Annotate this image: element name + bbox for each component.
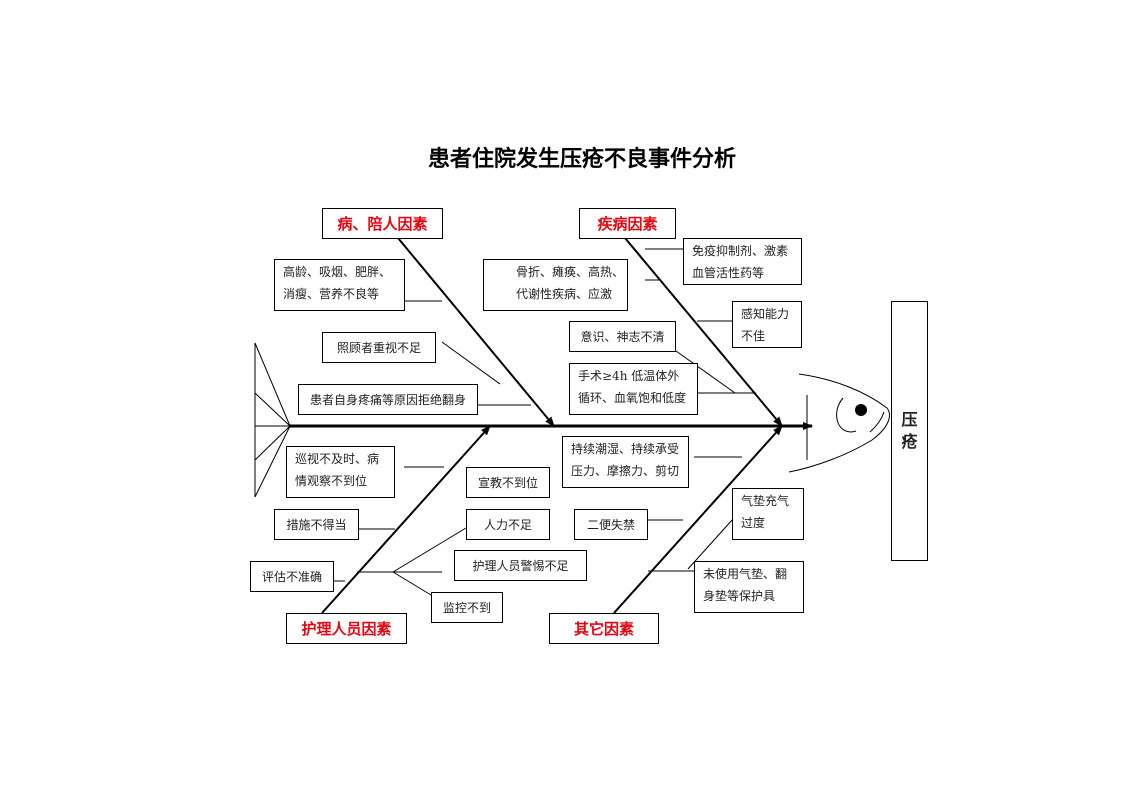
- category-nursing: 护理人员因素: [286, 613, 407, 644]
- cause-rounds-inadequate: 巡视不及时、病 情观察不到位: [286, 446, 395, 498]
- cause-insufficient-attention: 照顾者重视不足: [322, 332, 436, 363]
- bone-other: [613, 425, 783, 614]
- cause-consciousness: 意识、神志不清: [569, 321, 676, 352]
- cause-no-protective-gear: 未使用气垫、翻 身垫等保护具: [694, 561, 804, 613]
- cause-education-inadequate: 宣教不到位: [466, 467, 550, 498]
- cause-measures-improper: 措施不得当: [274, 509, 359, 540]
- category-disease: 疾病因素: [579, 208, 676, 239]
- cause-staff-shortage: 人力不足: [466, 509, 550, 540]
- cause-incontinence: 二便失禁: [574, 509, 648, 540]
- effect-char-1: 压: [901, 410, 918, 429]
- cause-assessment-inaccurate: 评估不准确: [250, 561, 334, 592]
- bone-nursing: [321, 425, 491, 614]
- cause-connectors: [334, 248, 756, 596]
- bone-caregiver: [397, 237, 555, 427]
- cause-monitoring-inadequate: 监控不到: [431, 592, 503, 623]
- fish-head: [788, 373, 890, 473]
- category-other: 其它因素: [549, 613, 659, 644]
- cause-fracture-paralysis: 骨折、瘫痪、高热、 代谢性疾病、应激: [483, 259, 628, 311]
- cause-pain-refuse-turning: 患者自身疼痛等原因拒绝翻身: [298, 384, 478, 415]
- cause-sensory-impairment: 感知能力 不佳: [732, 301, 802, 348]
- cause-age-obesity: 高龄、吸烟、肥胖、 消瘦、营养不良等: [274, 259, 405, 311]
- cause-low-vigilance: 护理人员警惕不足: [454, 550, 587, 581]
- fish-eye: [855, 404, 867, 416]
- cause-immunosuppressants: 免疫抑制剂、激素 血管活性药等: [683, 238, 802, 285]
- effect-char-2: 疮: [901, 432, 918, 451]
- fish-tail: [254, 342, 291, 498]
- effect-box: 压 疮: [891, 301, 928, 561]
- page-title: 患者住院发生压疮不良事件分析: [427, 147, 736, 172]
- cause-surgery-hypothermia: 手术≥4h 低温体外 循环、血氧饱和低度: [569, 363, 698, 415]
- cause-persistent-moisture: 持续潮湿、持续承受 压力、摩擦力、剪切: [562, 436, 689, 488]
- cause-air-cushion-overinflated: 气垫充气 过度: [732, 488, 804, 540]
- category-caregiver: 病、陪人因素: [322, 208, 443, 239]
- bone-disease: [624, 237, 783, 427]
